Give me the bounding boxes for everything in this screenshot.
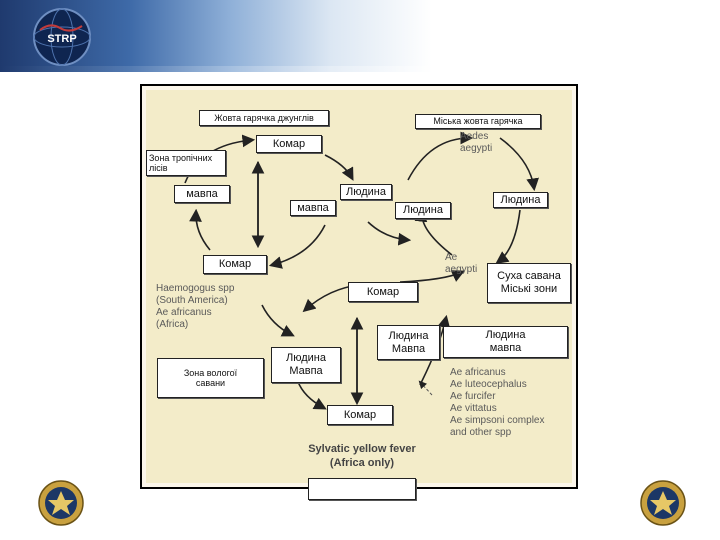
label-monkey-mid: мавпа	[290, 200, 336, 216]
header-band	[0, 0, 720, 72]
strp-globe-logo: STRP	[26, 6, 98, 68]
arrow-jungle-4	[189, 208, 211, 251]
arrow-jungle-3	[268, 224, 326, 269]
label-human-monkey-center: Людина Мавпа	[377, 325, 440, 360]
label-humid-savanna: Зона вологої савани	[157, 358, 264, 398]
arrow-jungle-2	[324, 154, 354, 181]
label-mosquito-bottom: Комар	[327, 405, 393, 425]
label-human-1: Людина	[340, 184, 392, 200]
arrow-sylvatic-1	[261, 304, 295, 337]
arrow-urban-3	[495, 209, 521, 264]
label-dry-savanna: Суха савана Міські зони	[487, 263, 571, 303]
label-human-2: Людина	[395, 202, 451, 219]
species-haemogogus: Haemogogus spp (South America) Ae africa…	[156, 283, 235, 330]
label-mosquito-mid: Комар	[203, 255, 267, 274]
arrow-sylvatic-5	[399, 270, 465, 283]
species-ae-list: Ae africanus Ae luteocephalus Ae furcife…	[450, 367, 545, 438]
label-mosquito-top: Комар	[256, 135, 322, 153]
defense-seal-icon	[38, 480, 84, 526]
arrow-urban-2	[499, 137, 539, 192]
label-mosquito-center: Комар	[348, 282, 418, 302]
arrow-urban-1	[407, 131, 474, 181]
defense-seal-icon	[640, 480, 686, 526]
label-jungle: Жовта гарячка джунглів	[199, 110, 329, 126]
empty-label-box	[308, 478, 416, 500]
label-monkey-left: мавпа	[174, 185, 230, 203]
label-human-right: Людина	[493, 192, 548, 208]
arrow-link	[367, 221, 412, 246]
pointer-dashed-2	[418, 380, 433, 396]
sylvatic-caption: Sylvatic yellow fever (Africa only)	[308, 443, 416, 469]
label-human-monkey-left: Людина Мавпа	[271, 347, 341, 383]
logo-text: STRP	[47, 33, 76, 45]
label-tropical-zone: Зона тропічних лісів	[146, 150, 226, 176]
species-ae-aegypti-mid: Ae aegypti	[445, 252, 478, 275]
label-urban: Міська жовта гарячка	[415, 114, 541, 129]
species-aedes-aegypti-top: Aedes aegypti	[460, 131, 493, 154]
label-human-monkey-right: Людина мавпа	[443, 326, 568, 358]
